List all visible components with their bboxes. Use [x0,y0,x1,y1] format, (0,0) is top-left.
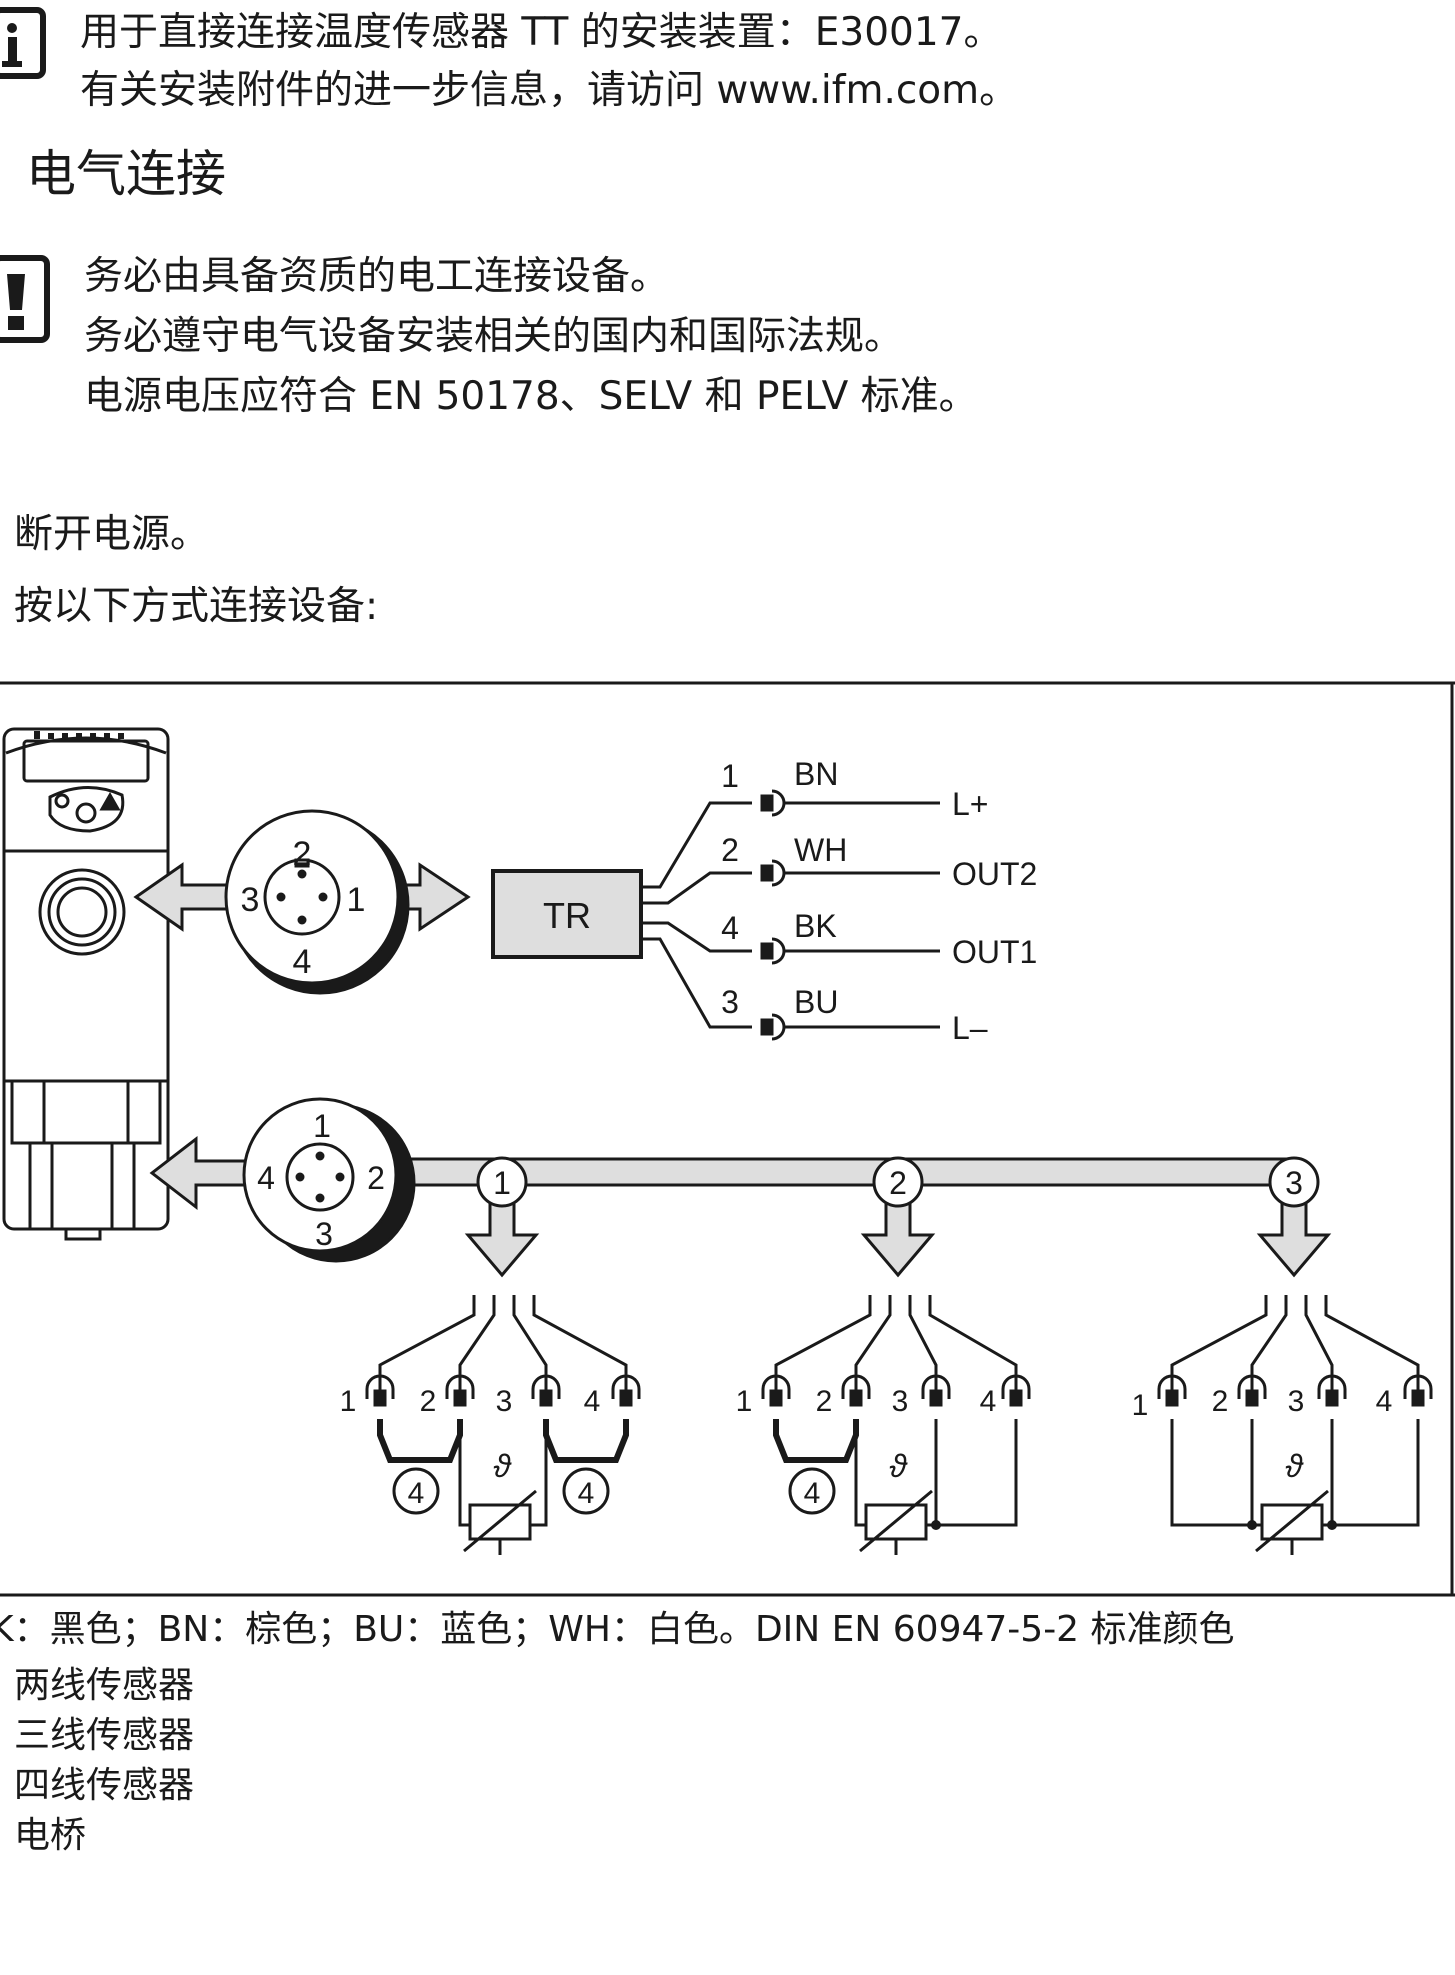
c1-pin-1: 1 [340,1385,357,1418]
wire-pin-1: 1 [721,758,739,794]
c1-pin-4: 4 [584,1385,601,1418]
circuit-two-wire [377,1295,629,1555]
c2-pin-4: 4 [980,1385,997,1418]
circuit-four-wire [1170,1295,1420,1555]
note-line-2: 有关安装附件的进一步信息，请访问 www.ifm.com。 [80,68,1019,113]
c2-pin-1: 1 [736,1385,753,1418]
wire-signal-lplus: L+ [952,786,988,822]
note-line-1: 用于直接连接温度传感器 TT 的安装装置：E30017。 [80,10,1003,55]
c1-jumper-marker-right: 4 [578,1477,595,1510]
step-1: 断开电源。 [14,512,210,557]
top-pin-3: 3 [241,881,260,919]
wire-signal-lminus: L– [952,1010,988,1046]
bottom-pin-3: 3 [315,1216,333,1252]
legend-color-line: K：黑色；BN：棕色；BU：蓝色；WH：白色。DIN EN 60947-5-2 … [0,1609,1235,1650]
bottom-connector-face [242,1097,416,1263]
wire-pin-4: 4 [721,910,739,946]
c1-pin-3: 3 [496,1385,513,1418]
branch-3: 3 [1256,1156,1332,1278]
bus-bar [398,1157,1292,1187]
bottom-pin-4: 4 [257,1160,275,1196]
branch-1: 1 [464,1156,540,1278]
warning-line-3: 电源电压应符合 EN 50178、SELV 和 PELV 标准。 [84,374,978,419]
top-connector-face [224,809,410,995]
bottom-pin-2: 2 [367,1160,385,1196]
transmitter-box [491,869,643,959]
c2-theta: ϑ [889,1448,908,1484]
warning-line-1: 务必由具备资质的电工连接设备。 [84,254,670,299]
bottom-pin-1: 1 [313,1108,331,1144]
step-2: 按以下方式连接设备: [14,584,379,629]
circuit-three-wire [773,1295,1018,1555]
warning-line-2: 务必遵守电气设备安装相关的国内和国际法规。 [84,314,904,359]
arrow-left-icon [133,862,232,932]
legend-item-4: 电桥 [14,1815,87,1856]
c3-pin-1: 1 [1132,1389,1149,1422]
transmitter-label: TR [543,895,591,936]
top-pin-2: 2 [293,835,312,873]
wire-signal-out1: OUT1 [952,934,1037,970]
c3-pin-4: 4 [1376,1385,1393,1418]
wire-pin-2: 2 [721,832,739,868]
arrow-left-icon [149,1135,252,1211]
c1-theta: ϑ [493,1448,512,1484]
c1-jumper-marker-left: 4 [408,1477,425,1510]
c2-pin-2: 2 [816,1385,833,1418]
wire-color-bk: BK [794,908,837,944]
c3-theta: ϑ [1285,1448,1304,1484]
c3-pin-2: 2 [1212,1385,1229,1418]
cable-wires [641,801,940,1029]
legend-item-1: 两线传感器 [14,1665,195,1706]
warning-exclamation-icon [0,254,54,346]
branch-marker-1: 1 [493,1165,511,1201]
wire-signal-out2: OUT2 [952,856,1037,892]
c1-pin-2: 2 [420,1385,437,1418]
c2-pin-3: 3 [892,1385,909,1418]
wire-color-bu: BU [794,984,838,1020]
info-icon [0,6,48,82]
branch-2: 2 [860,1156,936,1278]
branch-marker-2: 2 [889,1165,907,1201]
wiring-diagram: 2 3 1 4 TR 1 BN L+ 2 WH OUT2 4 BK OUT1 3… [0,681,1455,1597]
wire-pin-3: 3 [721,984,739,1020]
wire-color-bn: BN [794,756,838,792]
legend-item-3: 四线传感器 [14,1765,195,1806]
c3-pin-3: 3 [1288,1385,1305,1418]
top-pin-1: 1 [347,881,366,919]
branch-marker-3: 3 [1285,1165,1303,1201]
wire-color-wh: WH [794,832,847,868]
legend-item-2: 三线传感器 [14,1715,195,1756]
sensor-device-illustration [2,727,170,1241]
section-title: 电气连接 [26,145,226,203]
c2-jumper-marker: 4 [804,1477,821,1510]
top-pin-4: 4 [293,943,312,981]
